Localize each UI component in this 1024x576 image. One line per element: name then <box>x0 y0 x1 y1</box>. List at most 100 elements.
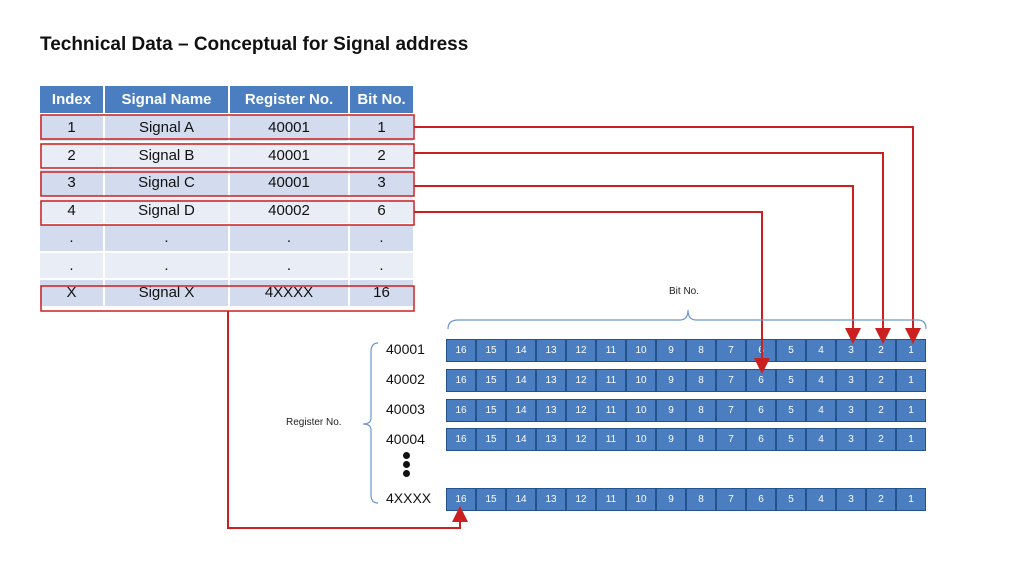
row-highlight-box <box>40 114 415 140</box>
bit-cell: 4 <box>806 339 836 362</box>
bit-cell: 7 <box>716 339 746 362</box>
bit-cell: 8 <box>686 399 716 422</box>
bit-cell: 10 <box>626 399 656 422</box>
bit-cell: 9 <box>656 399 686 422</box>
cell-signal-name: Signal D <box>103 195 230 225</box>
cell-register: 4XXXX <box>228 278 350 308</box>
header-bit-no: Bit No. <box>348 84 415 115</box>
bit-cell: 9 <box>656 488 686 511</box>
register-label: 40003 <box>386 401 425 417</box>
bit-cell: 3 <box>836 399 866 422</box>
bit-cell: 13 <box>536 399 566 422</box>
bit-cell: 3 <box>836 428 866 451</box>
register-label: 40001 <box>386 341 425 357</box>
bit-cell: 5 <box>776 399 806 422</box>
bit-cell: 7 <box>716 428 746 451</box>
bit-cell: 14 <box>506 399 536 422</box>
table-row: X Signal X 4XXXX 16 <box>38 278 415 308</box>
bit-cell: 11 <box>596 369 626 392</box>
cell-signal-name: Signal X <box>103 278 230 308</box>
cell-signal-name: Signal A <box>103 113 230 143</box>
bit-cell: 2 <box>866 399 896 422</box>
cell-index: 2 <box>38 140 105 170</box>
bit-cell: 15 <box>476 339 506 362</box>
bit-cell: 4 <box>806 488 836 511</box>
bit-cell: 10 <box>626 339 656 362</box>
bit-cell: 5 <box>776 428 806 451</box>
header-register-no: Register No. <box>228 84 350 115</box>
bit-cell: 4 <box>806 369 836 392</box>
bit-cell: 1 <box>896 428 926 451</box>
bit-cell: 14 <box>506 369 536 392</box>
table-row: 1 Signal A 40001 1 <box>38 113 415 143</box>
row-highlight-box <box>40 200 415 226</box>
dot <box>403 452 410 459</box>
bit-cell: 8 <box>686 488 716 511</box>
cell-signal-name: . <box>103 250 230 280</box>
bit-cell: 8 <box>686 339 716 362</box>
table-row: 2 Signal B 40001 2 <box>38 140 415 170</box>
bit-axis-label: Bit No. <box>669 286 700 297</box>
row-highlight-box <box>40 285 415 312</box>
bit-cell: 9 <box>656 339 686 362</box>
register-label: 40002 <box>386 371 425 387</box>
bit-cell: 5 <box>776 488 806 511</box>
connector-signal-d <box>414 211 770 374</box>
cell-signal-name: Signal B <box>103 140 230 170</box>
bit-cell: 12 <box>566 399 596 422</box>
cell-register: 40001 <box>228 113 350 143</box>
row-highlight-box <box>40 171 415 197</box>
register-label: 4XXXX <box>386 490 432 506</box>
bit-cell: 1 <box>896 339 926 362</box>
table-row: . . . . <box>38 223 415 253</box>
bit-cell: 10 <box>626 369 656 392</box>
connector-signal-b <box>414 152 891 344</box>
bit-cell: 11 <box>596 399 626 422</box>
bit-cell: 4 <box>806 399 836 422</box>
bit-cell: 14 <box>506 488 536 511</box>
bit-brace <box>447 309 927 330</box>
bit-cell: 15 <box>476 488 506 511</box>
bit-cell: 11 <box>596 428 626 451</box>
bit-cell: 3 <box>836 369 866 392</box>
bit-cell: 9 <box>656 428 686 451</box>
bit-cell: 3 <box>836 488 866 511</box>
bit-cell: 2 <box>866 369 896 392</box>
cell-signal-name: . <box>103 223 230 253</box>
bit-cell: 12 <box>566 428 596 451</box>
row-highlight-box <box>40 143 415 169</box>
bit-cell: 7 <box>716 399 746 422</box>
bit-cell: 12 <box>566 339 596 362</box>
bit-cell: 13 <box>536 369 566 392</box>
dot <box>403 470 410 477</box>
connector-signal-c <box>414 185 861 344</box>
bit-cell: 2 <box>866 428 896 451</box>
bit-cell: 16 <box>446 399 476 422</box>
dot <box>403 461 410 468</box>
register-brace <box>362 342 379 504</box>
cell-index: . <box>38 250 105 280</box>
connector-signal-x <box>227 311 468 529</box>
cell-register: . <box>228 250 350 280</box>
header-signal-name: Signal Name <box>103 84 230 115</box>
bit-cell: 1 <box>896 399 926 422</box>
bit-cell: 13 <box>536 488 566 511</box>
cell-register: 40001 <box>228 140 350 170</box>
bit-cell: 2 <box>866 488 896 511</box>
table-row: . . . . <box>38 250 415 280</box>
bit-cell: 10 <box>626 488 656 511</box>
cell-register: 40001 <box>228 168 350 198</box>
bit-cell: 15 <box>476 399 506 422</box>
connector-signal-a <box>414 126 921 344</box>
bit-cell: 15 <box>476 369 506 392</box>
header-index: Index <box>38 84 105 115</box>
bit-cell: 4 <box>806 428 836 451</box>
bit-cell: 8 <box>686 369 716 392</box>
bit-cell: 1 <box>896 369 926 392</box>
bit-cell: 1 <box>896 488 926 511</box>
bit-cell: 10 <box>626 428 656 451</box>
bit-cell: 12 <box>566 488 596 511</box>
bit-cell: 8 <box>686 428 716 451</box>
